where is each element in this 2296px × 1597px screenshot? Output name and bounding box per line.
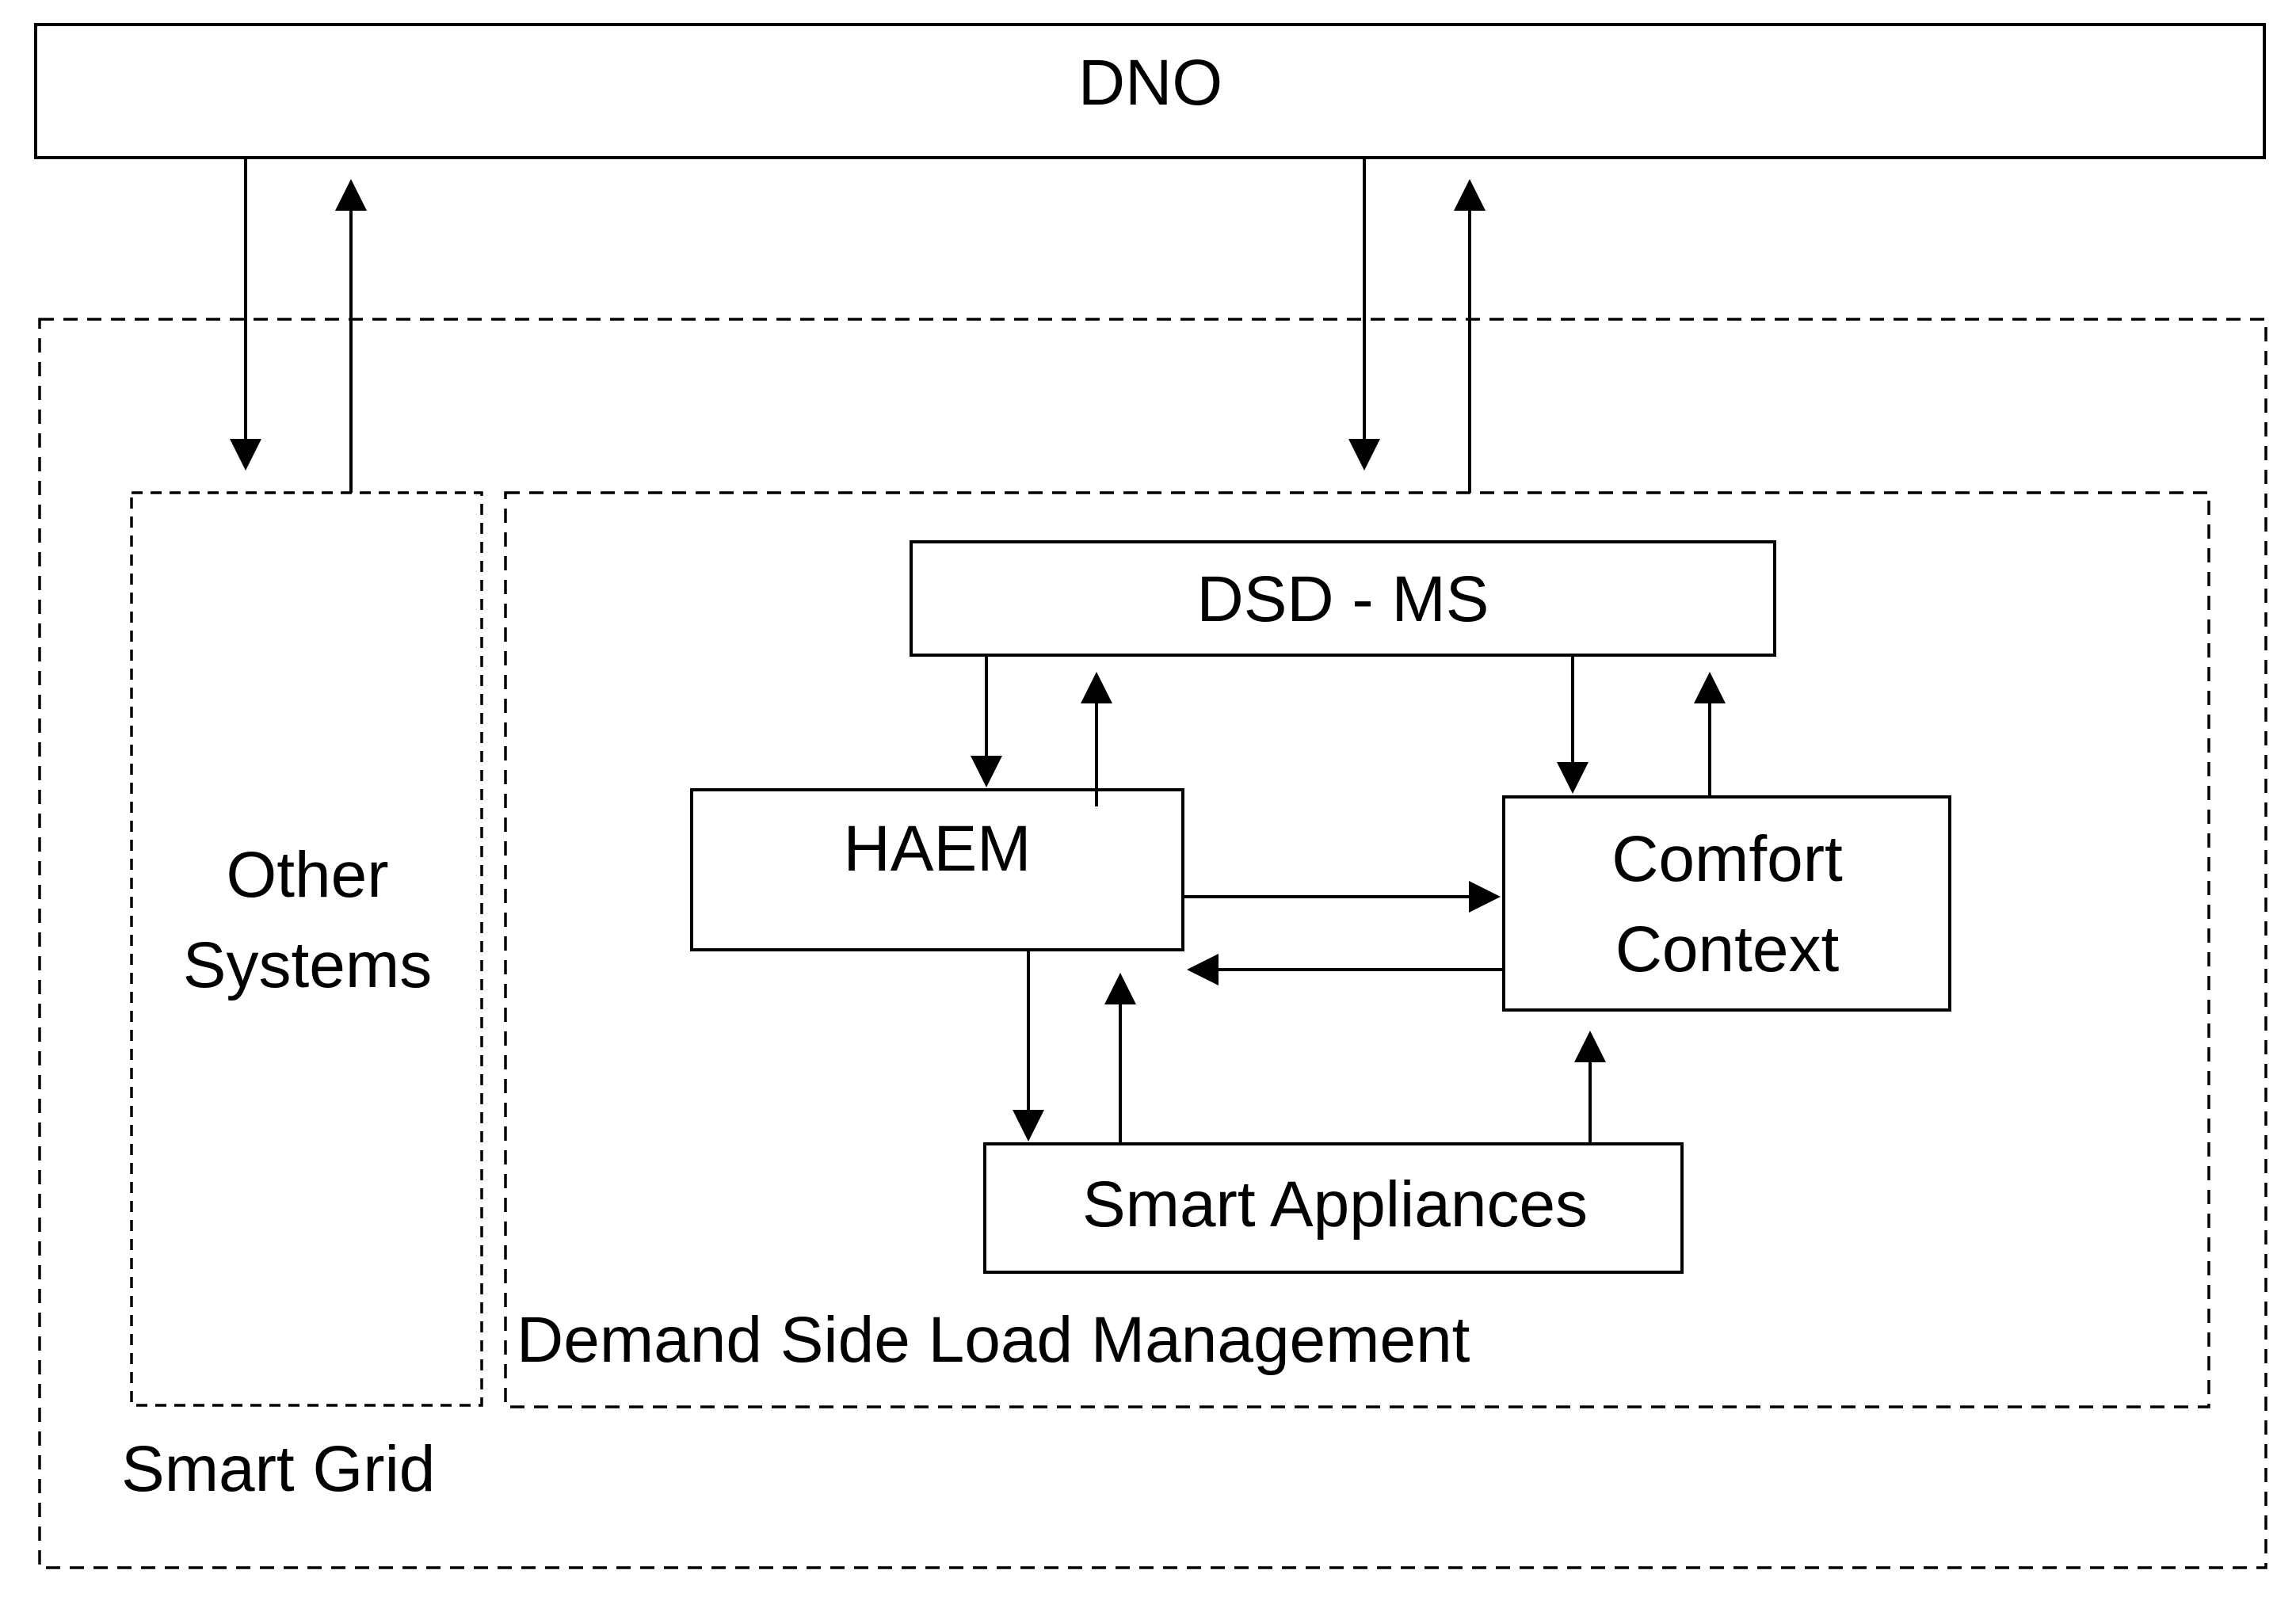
dsd-ms-box: [910, 540, 1776, 657]
dno-box: [34, 23, 2266, 159]
smart-grid-label: Smart Grid: [121, 1433, 436, 1505]
haem-box: [690, 788, 1184, 951]
comfort-context-label-line1: Comfort: [1611, 823, 1843, 895]
other-systems-label-line2: Systems: [182, 929, 433, 1001]
smart-appliances-box: [983, 1142, 1684, 1274]
smart-grid-boundary: [38, 318, 2267, 1569]
comfort-context-label-line2: Context: [1615, 913, 1840, 985]
dsd-ms-label: DSD - MS: [1196, 563, 1489, 635]
smart-appliances-label: Smart Appliances: [1081, 1168, 1589, 1241]
dno-label: DNO: [1077, 47, 1223, 119]
other-systems-label-line1: Other: [226, 839, 389, 911]
haem-label: HAEM: [843, 813, 1032, 885]
demand-side-boundary: [504, 491, 2210, 1408]
other-systems-boundary: [130, 491, 483, 1407]
demand-side-label: Demand Side Load Management: [517, 1304, 1470, 1376]
comfort-context-box: [1502, 795, 1951, 1012]
